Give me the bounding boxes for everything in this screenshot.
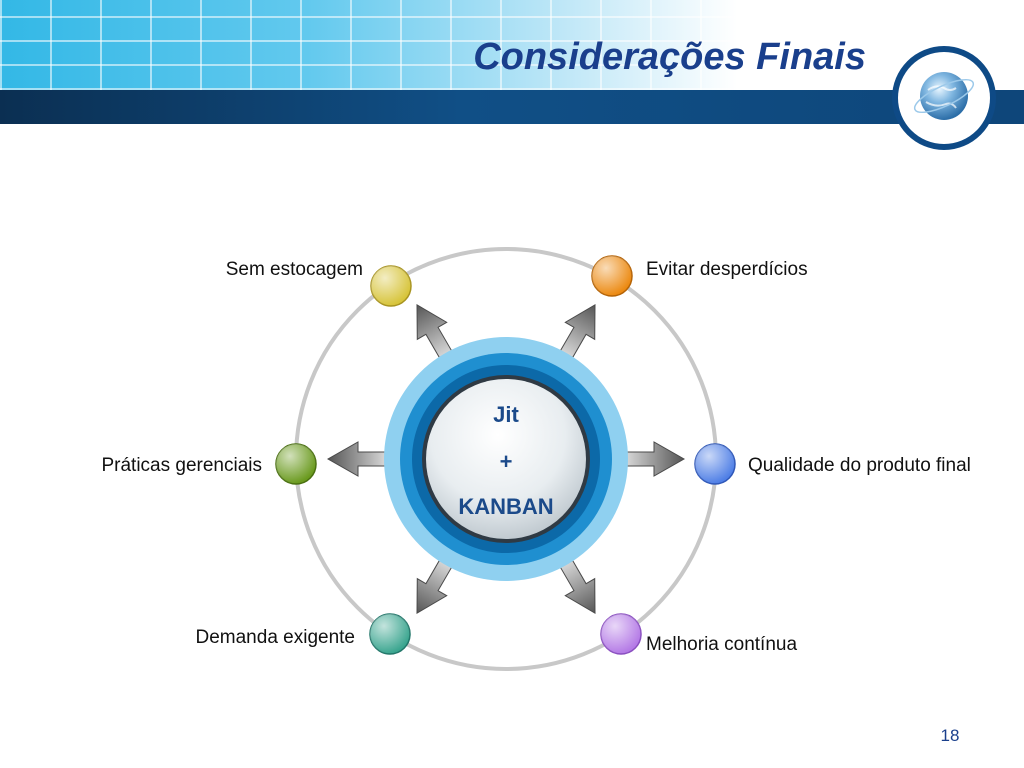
header-dark-bar (0, 90, 1024, 124)
node-qualidade-produto-final: Qualidade do produto final (694, 443, 971, 485)
arrow-to-evitar-desperdicios (558, 303, 596, 361)
slide-title: Considerações Finais (473, 36, 866, 78)
node-demanda-exigente: Demanda exigente (196, 613, 411, 655)
center-hub: Jit + KANBAN (384, 337, 628, 581)
arrow-to-demanda-exigente (416, 557, 454, 615)
header-grid-banner (0, 0, 1024, 90)
label-evitar-desperdicios: Evitar desperdícios (646, 259, 808, 280)
label-praticas-gerenciais: Práticas gerenciais (101, 455, 262, 476)
label-qualidade-produto-final: Qualidade do produto final (748, 455, 971, 476)
arrow-to-praticas-gerenciais (326, 441, 389, 477)
node-sem-estocagem: Sem estocagem (226, 259, 412, 307)
node-praticas-gerenciais: Práticas gerenciais (101, 443, 317, 485)
globe-icon (892, 46, 996, 150)
arrow-to-sem-estocagem (416, 303, 454, 361)
page-number: 18 (940, 726, 960, 745)
arrow-to-qualidade (623, 441, 686, 477)
center-line-2: + (500, 449, 513, 474)
arrows-layer (326, 303, 686, 615)
arrow-to-melhoria-continua (558, 557, 596, 615)
node-melhoria-continua: Melhoria contínua (600, 613, 797, 655)
label-sem-estocagem: Sem estocagem (226, 259, 363, 280)
label-demanda-exigente: Demanda exigente (196, 627, 356, 648)
label-melhoria-continua: Melhoria contínua (646, 634, 797, 655)
center-line-1: Jit (493, 402, 519, 427)
center-line-3: KANBAN (458, 494, 553, 519)
node-evitar-desperdicios: Evitar desperdícios (591, 255, 808, 297)
